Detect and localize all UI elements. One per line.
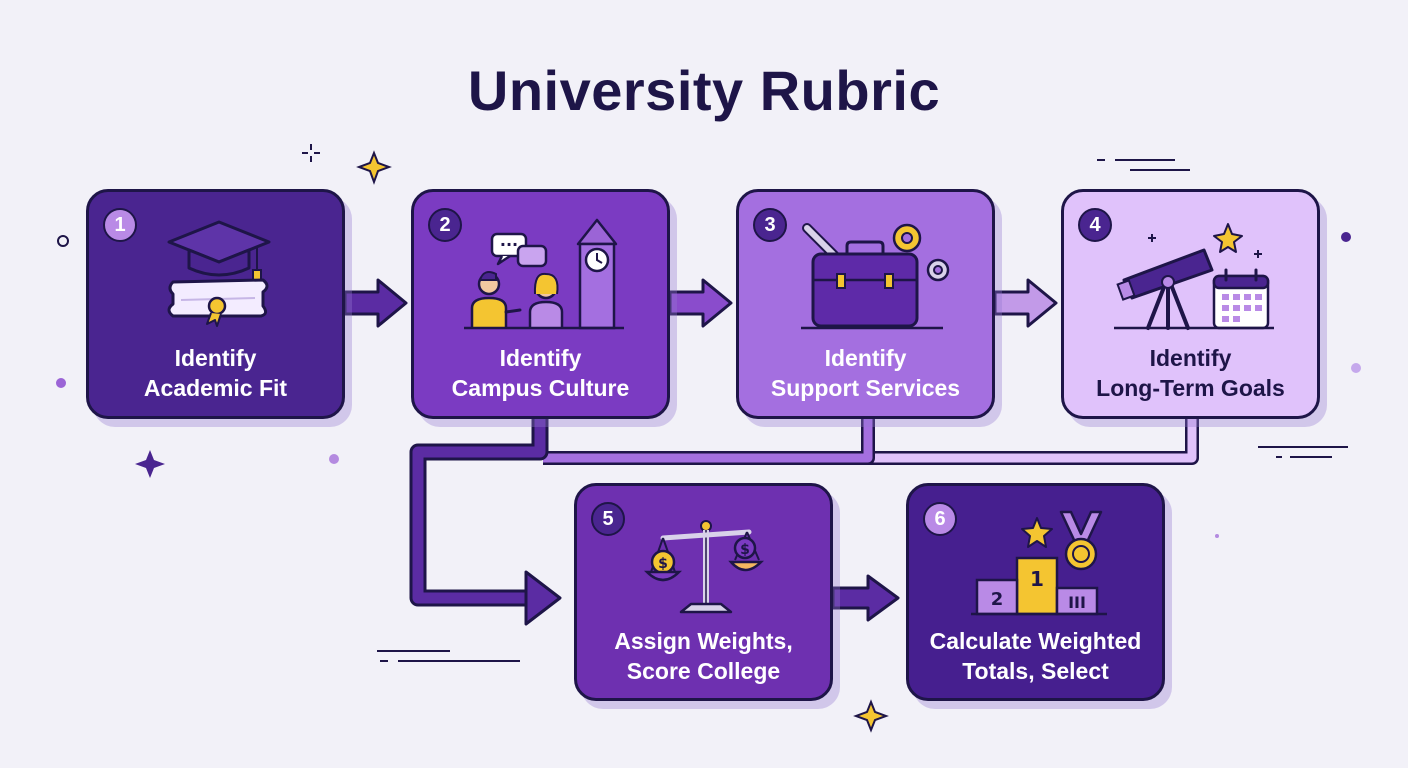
step-label: Calculate Weighted Totals, Select [909, 626, 1162, 686]
podium-second-place: 2 [991, 589, 1004, 610]
step-label-line2: Campus Culture [451, 375, 630, 401]
step-label: Identify Support Services [739, 343, 992, 403]
merge-connector [409, 418, 1199, 626]
arrow-2-to-3 [668, 278, 733, 328]
step-card-5: 5 $ $ Assign Weights, Score College [574, 483, 833, 701]
step-card-6: 6 1 2 III Calculate Weighted Totals, Sel… [906, 483, 1165, 701]
step-card-2: 2 ··· Identify Campus Culture [411, 189, 670, 419]
page-title: University Rubric [467, 59, 941, 122]
speech-bubble-dots: ··· [500, 235, 518, 254]
balance-scale-icon: $ $ [643, 520, 765, 614]
step-number-badge: 6 [923, 502, 957, 536]
step-number-badge: 5 [591, 502, 625, 536]
arrow-3-to-4 [993, 278, 1058, 328]
arrow-1-to-2 [343, 278, 408, 328]
scale-currency-right: $ [740, 542, 750, 558]
step-label-line2: Long-Term Goals [1096, 375, 1285, 401]
step-label: Identify Campus Culture [414, 343, 667, 403]
step-card-1: 1 Identify Academic Fit [86, 189, 345, 419]
scale-currency-left: $ [658, 556, 668, 572]
telescope-calendar-icon [1114, 223, 1274, 330]
step-label: Identify Academic Fit [89, 343, 342, 403]
step-card-3: 3 Identify Support Services [736, 189, 995, 419]
step-label-line2: Support Services [770, 375, 961, 401]
decorative-sparkles [56, 144, 1361, 733]
step-number-badge: 2 [428, 208, 462, 242]
step-label-line1: Calculate Weighted [929, 628, 1142, 654]
step-label: Assign Weights, Score College [577, 626, 830, 686]
podium-first-place: 1 [1030, 567, 1044, 591]
step-label-line1: Identify [824, 345, 907, 371]
step-card-4: 4 Identify Long-Term Goals [1061, 189, 1320, 419]
podium-medal-icon: 1 2 III [971, 510, 1107, 616]
arrow-5-to-6 [831, 574, 900, 622]
step-label-line1: Assign Weights, [614, 628, 793, 654]
step-number-badge: 1 [103, 208, 137, 242]
step-label-line1: Identify [1149, 345, 1232, 371]
step-number-badge: 3 [753, 208, 787, 242]
podium-third-place: III [1068, 593, 1086, 612]
toolbox-gear-icon [801, 223, 950, 330]
graduation-cap-diploma-icon [167, 220, 271, 327]
step-label-line2: Totals, Select [962, 658, 1109, 684]
students-clock-tower-icon: ··· [464, 218, 624, 330]
step-label-line1: Identify [174, 345, 257, 371]
step-label-line2: Score College [626, 658, 781, 684]
step-label-line1: Identify [499, 345, 582, 371]
step-label: Identify Long-Term Goals [1064, 343, 1317, 403]
step-number-badge: 4 [1078, 208, 1112, 242]
step-label-line2: Academic Fit [143, 375, 288, 401]
